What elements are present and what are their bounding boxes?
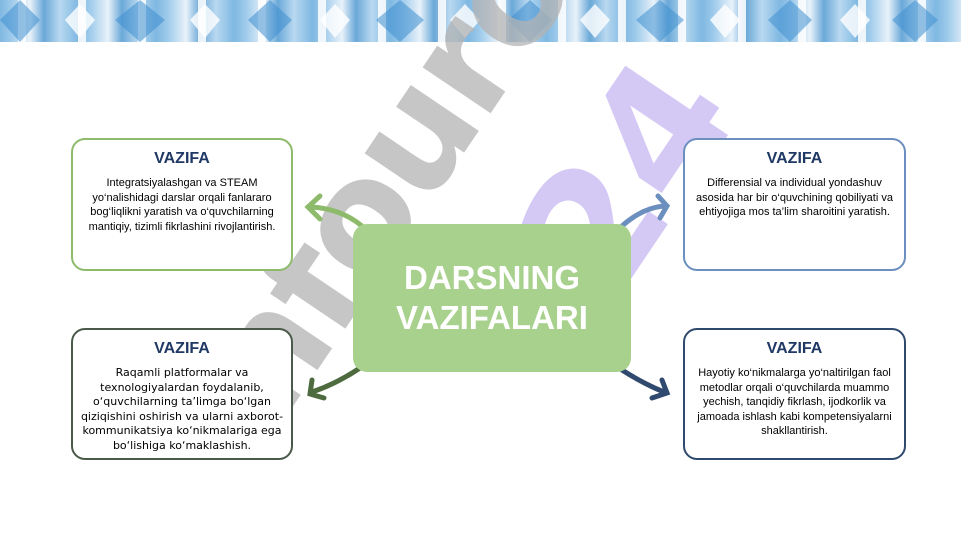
- card-title: VAZIFA: [154, 340, 210, 357]
- center-title: DARSNING VAZIFALARI: [396, 259, 588, 336]
- arrow-top-right: [619, 203, 667, 229]
- ikat-pattern-graphic: [0, 0, 938, 42]
- ikat-banner: [0, 0, 961, 42]
- card-text: Differensial va individual yondashuv aso…: [696, 177, 893, 218]
- card-text: Integratsiyalashgan va STEAM yo‘nalishid…: [88, 177, 276, 233]
- card-title: VAZIFA: [766, 150, 823, 167]
- task-card-bottom-right: VAZIFA Hayotiy ko‘nikmalarga yo‘naltiril…: [683, 328, 906, 460]
- card-text: Hayotiy ko‘nikmalarga yo‘naltirilgan fao…: [697, 367, 892, 437]
- card-title: VAZIFA: [154, 150, 210, 167]
- arrow-top-left: [307, 204, 365, 229]
- card-text: Raqamli platformalar va texnologiyalarda…: [80, 366, 284, 452]
- arrow-bottom-right: [619, 367, 667, 395]
- task-card-top-right: VAZIFA Differensial va individual yondas…: [683, 138, 906, 271]
- card-title: VAZIFA: [766, 340, 823, 357]
- task-card-bottom-left: VAZIFA Raqamli platformalar va texnologi…: [71, 328, 293, 460]
- center-topic-box: DARSNING VAZIFALARI: [353, 224, 631, 372]
- task-card-top-left: VAZIFA Integratsiyalashgan va STEAM yo‘n…: [71, 138, 293, 271]
- arrow-bottom-left: [309, 365, 363, 395]
